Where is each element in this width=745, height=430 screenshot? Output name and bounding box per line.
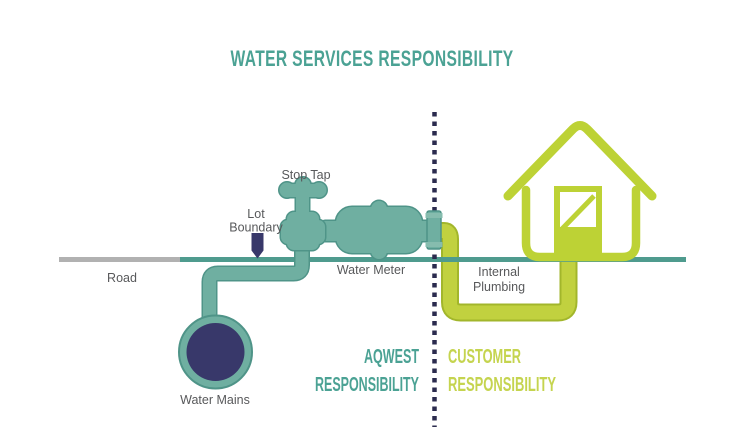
internal-plumbing-label-line2: Plumbing [473, 280, 525, 294]
page-title: WATER SERVICES RESPONSIBILITY [231, 46, 514, 71]
house-icon [503, 121, 657, 262]
road-line [59, 257, 186, 262]
meter-coupling-icon [425, 210, 443, 250]
lot-boundary-label-line2: Boundary [229, 221, 283, 235]
road-label: Road [107, 271, 137, 285]
aqwest-responsibility-label-line1: AQWEST [364, 346, 419, 368]
water-meter-label: Water Meter [337, 263, 405, 277]
water-meter-icon [306, 199, 434, 261]
aqwest-responsibility-label-line2: RESPONSIBILITY [315, 374, 419, 396]
customer-responsibility-label-line2: RESPONSIBILITY [448, 374, 556, 396]
customer-responsibility-label-line1: CUSTOMER [448, 346, 521, 368]
lot-boundary-marker-icon [251, 233, 264, 259]
internal-plumbing-label-line1: Internal [478, 265, 520, 279]
water-mains-label: Water Mains [180, 393, 250, 407]
lot-boundary-label-line1: Lot [247, 207, 265, 221]
water-mains-icon [178, 314, 253, 390]
stop-tap-icon [278, 176, 328, 252]
stop-tap-label: Stop Tap [281, 168, 330, 182]
